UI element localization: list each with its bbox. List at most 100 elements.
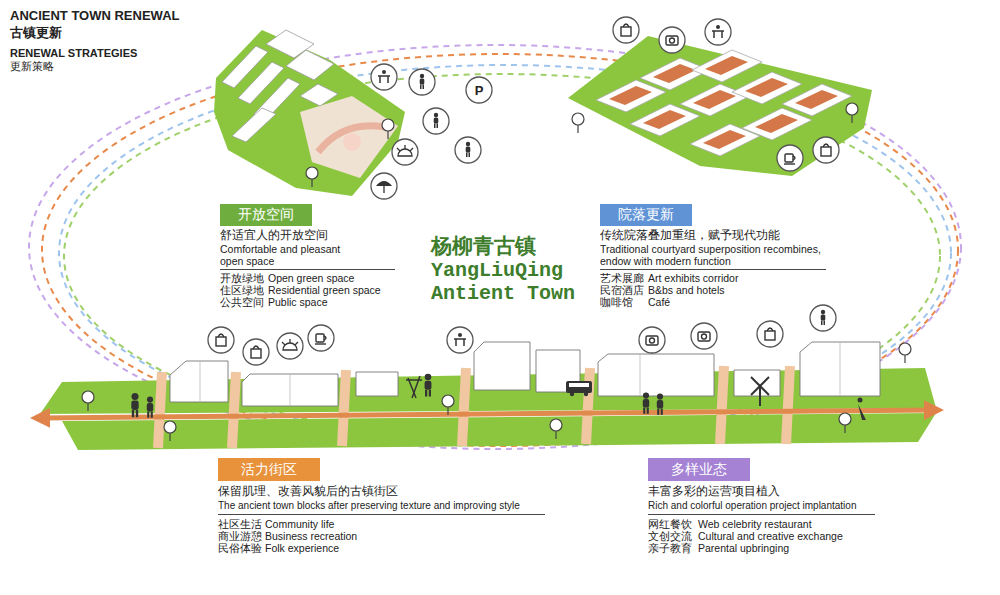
- list-item: Community life: [265, 518, 334, 530]
- courtyard-illustration: [712, 25, 724, 38]
- subtitle: 丰富多彩的运营项目植入: [648, 485, 780, 499]
- subtitle: 传统院落叠加重组，赋予现代功能: [600, 229, 780, 243]
- street-illustration: [282, 339, 298, 350]
- street-illustration: [342, 370, 346, 446]
- center-title: Antient Town: [431, 282, 575, 305]
- list-item: Art exhibits corridor: [648, 272, 738, 284]
- bus-symbol: [566, 381, 592, 396]
- bus-symbol: [570, 392, 574, 396]
- street-illustration: [251, 346, 261, 358]
- courtyard-illustration: [705, 19, 731, 45]
- courtyard-illustration: [640, 58, 710, 90]
- courtyard-illustration: [666, 36, 678, 45]
- list-item: Parental upbringing: [698, 542, 789, 554]
- center-title: YangLiuQing: [431, 259, 563, 282]
- open-space-illustration: [214, 30, 405, 196]
- open-space-illustration: [420, 74, 425, 89]
- street-illustration: [147, 397, 153, 418]
- list-item: Public space: [268, 296, 328, 308]
- street-illustration: [646, 336, 658, 345]
- courtyard-illustration: [568, 36, 872, 176]
- open-space-illustration: [466, 142, 471, 157]
- street-illustration: [425, 374, 432, 397]
- street-illustration: [734, 370, 780, 396]
- dashed-loop: [29, 45, 961, 449]
- street-illustration: [425, 374, 432, 397]
- walker-symbol: [858, 398, 867, 421]
- open-space-illustration: [423, 108, 449, 134]
- heading: RENEWAL STRATEGIES: [10, 47, 137, 60]
- open-space-illustration: [214, 30, 492, 199]
- page-title: ANCIENT TOWN RENEWAL: [10, 9, 179, 24]
- open-space-illustration: [343, 133, 361, 151]
- open-space-illustration: [371, 173, 397, 199]
- open-space-illustration: [378, 70, 390, 83]
- strategy-tag: 院落更新: [600, 204, 692, 226]
- street-illustration: [462, 368, 466, 446]
- divider-line: [220, 269, 395, 270]
- street-illustration: [800, 342, 880, 396]
- street-illustration: [657, 394, 663, 415]
- street-illustration: [290, 374, 291, 406]
- divider-line: [218, 514, 545, 515]
- courtyard-illustration: [784, 154, 795, 164]
- open-space-illustration: [397, 145, 413, 156]
- courtyard-illustration: [813, 137, 839, 163]
- divider-line: [218, 270, 875, 515]
- street-illustration: [208, 327, 234, 353]
- list-item: Business recreation: [265, 530, 357, 542]
- parking-letter: P: [475, 84, 484, 97]
- list-item: Web celebrity restaurant: [698, 518, 812, 530]
- street-illustration: [242, 374, 338, 406]
- street-illustration: [158, 372, 162, 448]
- dashed-loop: [29, 45, 961, 449]
- list-item: Residential green space: [268, 284, 381, 296]
- list-item: 商业游憩: [218, 530, 262, 542]
- street-illustration: [232, 372, 236, 448]
- strategy-tag: 活力街区: [218, 458, 320, 481]
- street-illustration: [698, 332, 710, 341]
- easel-symbol: [406, 379, 422, 381]
- open-space-illustration: [306, 167, 318, 187]
- list-item: 文创交流: [648, 530, 692, 542]
- open-space-illustration: [232, 108, 276, 142]
- street-illustration: [657, 394, 663, 415]
- heading: 更新策略: [10, 60, 54, 73]
- list-item: 公共空间: [220, 296, 264, 308]
- open-space-illustration: [371, 64, 397, 90]
- courtyard-illustration: [821, 144, 831, 156]
- street-illustration: [810, 305, 836, 331]
- bus-symbol: [569, 383, 589, 387]
- street-illustration: [216, 334, 226, 346]
- street-illustration: [277, 333, 303, 359]
- courtyard-illustration: [613, 17, 639, 43]
- street-illustration: [474, 342, 530, 390]
- list-item: 咖啡馆: [600, 296, 633, 308]
- subtitle: 保留肌理、改善风貌后的古镇街区: [218, 485, 398, 499]
- courtyard-illustration: [846, 103, 858, 123]
- street-illustration: [821, 310, 826, 325]
- open-space-illustration: [286, 50, 334, 80]
- subtitle: Rich and colorful operation project impl…: [648, 500, 856, 512]
- list-item: Cultural and creative exchange: [698, 530, 843, 542]
- list-item: 住区绿地: [220, 284, 264, 296]
- divider-line: [600, 269, 826, 270]
- street-illustration: [550, 419, 562, 439]
- street-illustration: [640, 354, 641, 396]
- courtyard-illustration: [777, 145, 803, 171]
- windmill-symbol: [759, 386, 761, 406]
- street-illustration: [639, 327, 665, 353]
- street-illustration: [720, 366, 724, 444]
- walker-symbol: [858, 404, 866, 420]
- street-illustration: [643, 393, 649, 414]
- list-item: 亲子教育: [648, 542, 692, 554]
- courtyard-illustration: [742, 108, 812, 140]
- street-illustration: [786, 366, 790, 444]
- open-space-illustration: [376, 181, 392, 193]
- tag-text: 多样业态: [671, 462, 727, 477]
- subtitle: The ancient town blocks after preserving…: [218, 500, 520, 512]
- bus-symbol: [584, 392, 588, 396]
- street-illustration: [454, 333, 466, 346]
